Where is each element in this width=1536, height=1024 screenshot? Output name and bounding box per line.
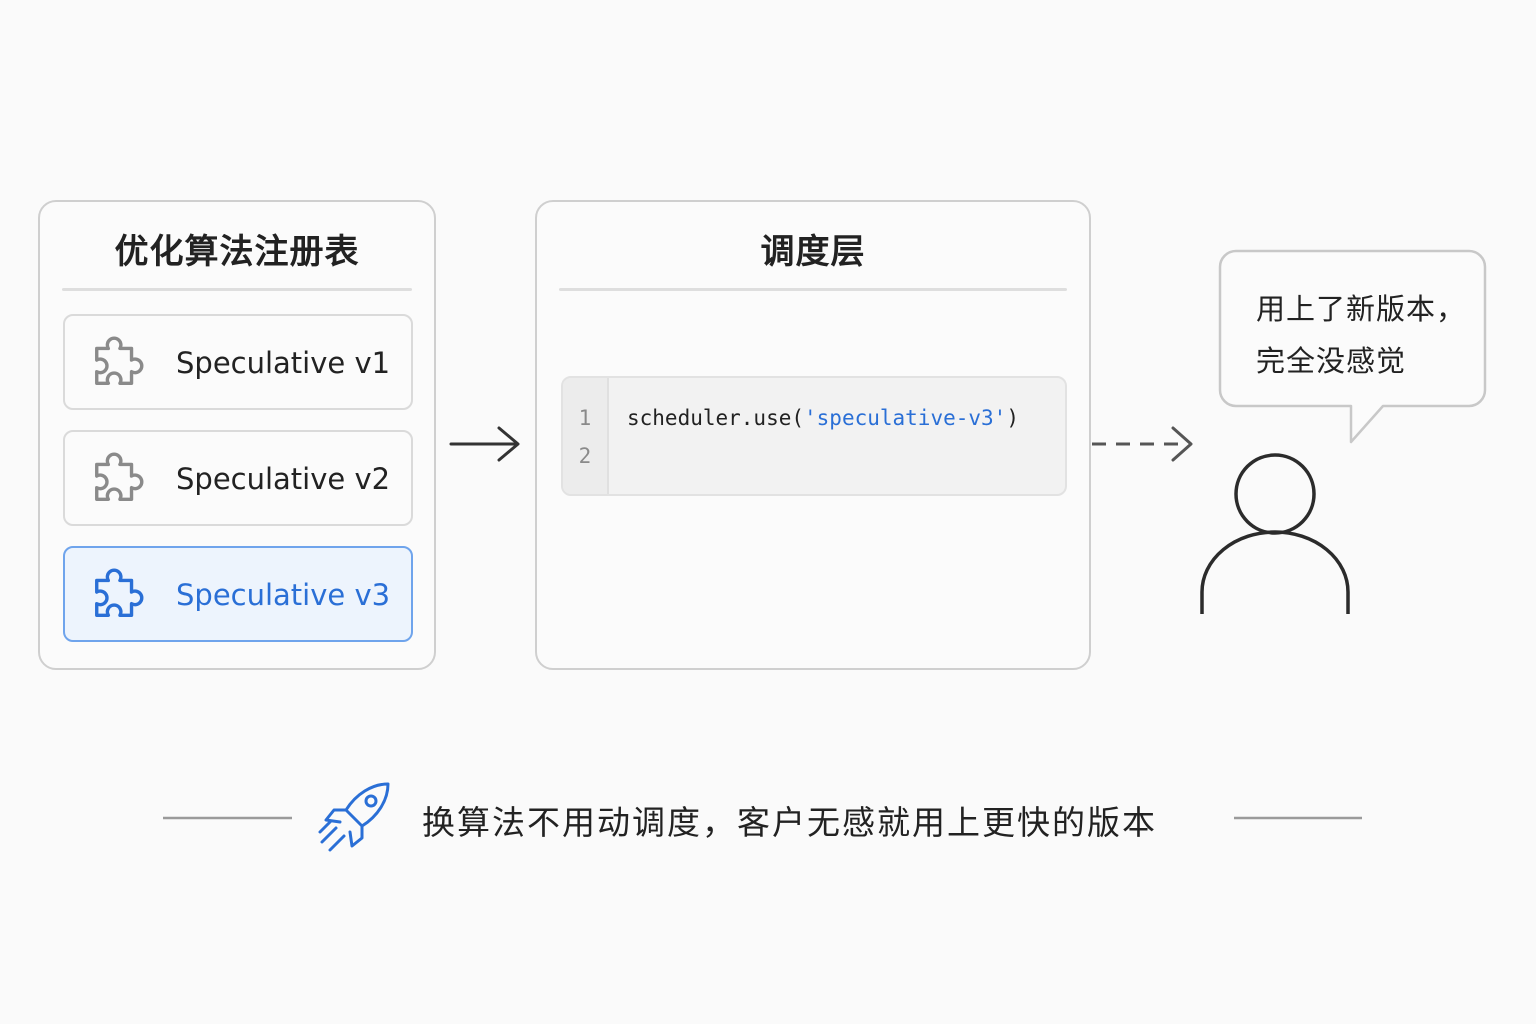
rocket-icon: [318, 782, 390, 852]
registry-title: 优化算法注册表: [114, 232, 360, 272]
speech-line-1: 用上了新版本，: [1256, 292, 1467, 326]
speech-line-2: 完全没感觉: [1256, 344, 1407, 378]
puzzle-icon: [95, 452, 144, 501]
code-string: 'speculative-v3': [804, 406, 1007, 430]
code-call: scheduler.use(: [627, 406, 805, 430]
algorithm-item-v1[interactable]: Speculative v1: [63, 314, 413, 410]
footer-caption: 换算法不用动调度，客户无感就用上更快的版本: [422, 803, 1157, 842]
code-block: 1 2 scheduler.use('speculative-v3'): [561, 376, 1067, 496]
code-close-paren: ): [1006, 406, 1019, 430]
scheduler-panel: 调度层 1 2 scheduler.use('speculative-v3'): [535, 200, 1091, 670]
line-number: 1: [578, 406, 592, 430]
puzzle-icon: [95, 336, 144, 385]
arrow-right-icon: [449, 426, 520, 462]
algorithm-item-label: Speculative v3: [176, 578, 391, 612]
user-icon: [1200, 453, 1350, 614]
algorithm-item-label: Speculative v2: [176, 462, 391, 496]
dashed-arrow-right-icon: [1092, 426, 1193, 462]
algorithm-item-v2[interactable]: Speculative v2: [63, 430, 413, 526]
scheduler-divider: [559, 288, 1067, 291]
registry-divider: [62, 288, 412, 291]
algorithm-item-v3-selected[interactable]: Speculative v3: [63, 546, 413, 642]
code-line-1: scheduler.use('speculative-v3'): [627, 406, 1019, 430]
scheduler-title: 调度层: [760, 232, 866, 272]
speech-bubble: [1218, 249, 1487, 444]
algorithm-item-label: Speculative v1: [176, 346, 391, 380]
puzzle-icon: [95, 568, 144, 617]
code-gutter: 1 2: [563, 378, 609, 494]
line-number: 2: [578, 444, 592, 468]
algorithm-registry-panel: 优化算法注册表 Speculative v1 Speculative v2 Sp…: [38, 200, 436, 670]
